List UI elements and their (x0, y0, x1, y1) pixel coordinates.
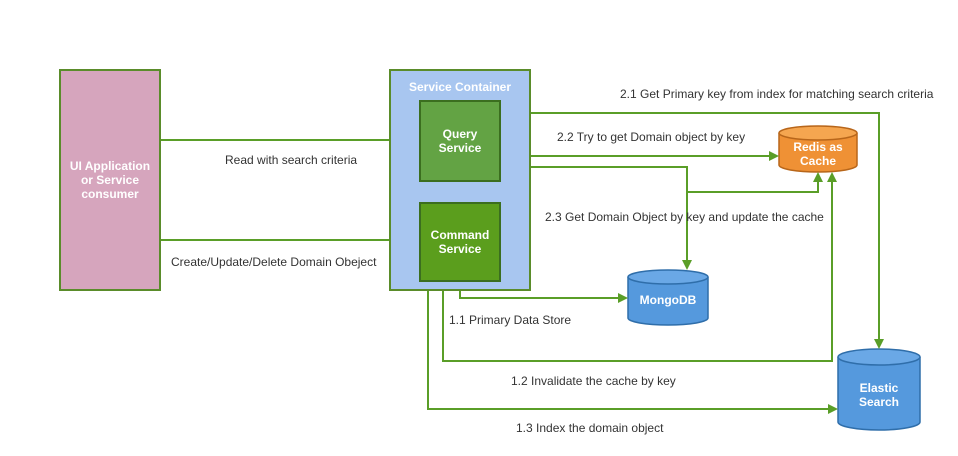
ui-application-node: UI Application or Service consumer (59, 69, 161, 291)
edge-read-label: Read with search criteria (225, 153, 358, 167)
ui-application-label: UI Application or Service consumer (69, 159, 151, 201)
service-container-label: Service Container (408, 80, 512, 94)
command-service-label: Command Service (430, 228, 490, 256)
edge-2-1-label: 2.1 Get Primary key from index for match… (620, 87, 934, 101)
edge-2-3 (501, 166, 692, 270)
edge-2-3-label: 2.3 Get Domain Object by key and update … (545, 210, 824, 224)
mongodb-label: MongoDB (639, 293, 697, 307)
mongodb-node (627, 269, 709, 326)
edge-cud-label: Create/Update/Delete Domain Obeject (171, 255, 377, 269)
command-service-node: Command Service (419, 202, 501, 282)
edge-1-3-label: 1.3 Index the domain object (516, 421, 664, 435)
edge-1-3 (427, 282, 838, 414)
query-service-label: Query Service (438, 127, 482, 155)
edge-2-2-label: 2.2 Try to get Domain object by key (557, 130, 746, 144)
elastic-node (837, 348, 921, 431)
elastic-label: Elastic Search (858, 381, 900, 409)
edge-2-3-cache (687, 172, 823, 193)
query-service-node: Query Service (419, 100, 501, 182)
redis-label: Redis as Cache (793, 140, 843, 168)
edge-1-2 (442, 172, 837, 362)
edge-2-1 (501, 112, 884, 349)
edge-1-2-label: 1.2 Invalidate the cache by key (511, 374, 676, 388)
redis-node (778, 125, 858, 173)
edge-1-1-label: 1.1 Primary Data Store (449, 313, 572, 327)
